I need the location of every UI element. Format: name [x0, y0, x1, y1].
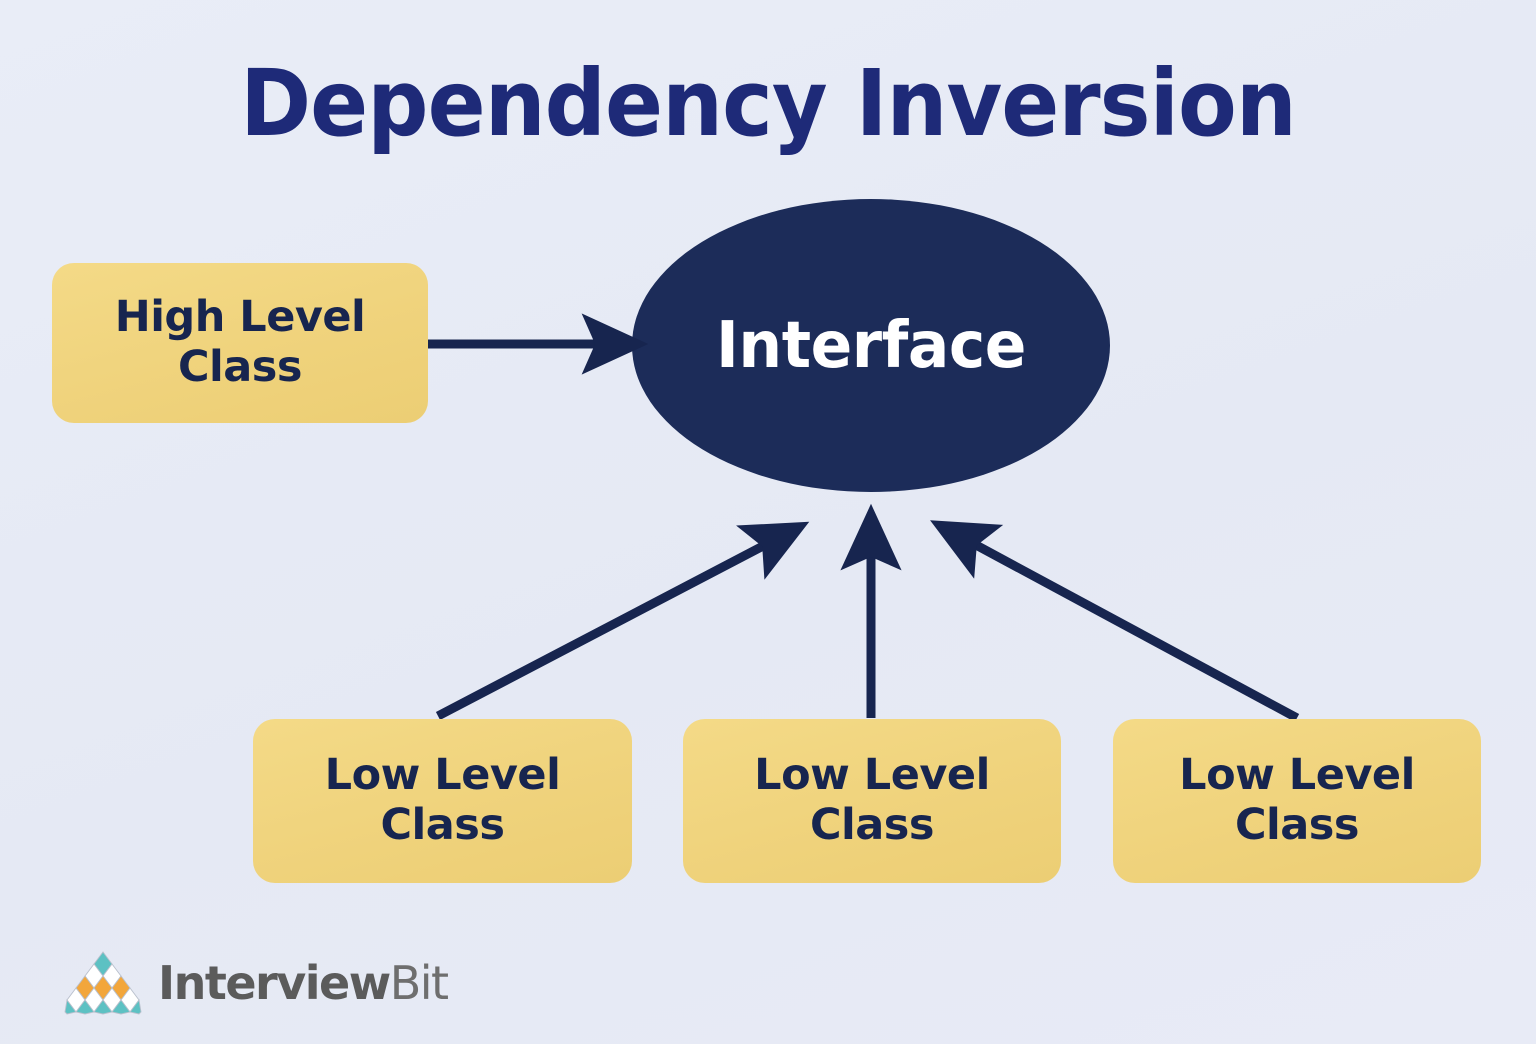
- high-level-class-label: High Level Class: [114, 292, 366, 392]
- interviewbit-logo: InterviewBit: [62, 950, 449, 1016]
- arrow-low-level-3-to-interface: [930, 520, 1300, 722]
- low-level-class-label-2: Low Level Class: [754, 750, 990, 850]
- high-level-class-box: High Level Class: [52, 263, 428, 423]
- low-level-class-label-3: Low Level Class: [1179, 750, 1415, 850]
- interface-label: Interface: [716, 308, 1026, 383]
- interviewbit-wordmark: InterviewBit: [158, 960, 449, 1006]
- low-level-class-box-2: Low Level Class: [683, 719, 1061, 883]
- page-title: Dependency Inversion: [240, 50, 1297, 157]
- arrow-low-level-1-to-interface: [435, 521, 810, 720]
- interviewbit-diamond-pyramid-icon: [64, 951, 142, 1015]
- logo-name-light: Bit: [389, 956, 449, 1010]
- low-level-class-box-1: Low Level Class: [253, 719, 632, 883]
- low-level-class-box-3: Low Level Class: [1113, 719, 1481, 883]
- logo-name-strong: Interview: [158, 956, 391, 1010]
- low-level-class-label-1: Low Level Class: [324, 750, 561, 850]
